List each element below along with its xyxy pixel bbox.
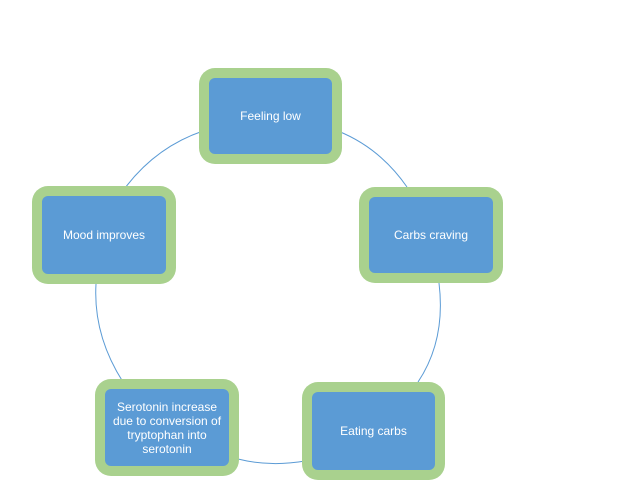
node-carbs-craving-label: Carbs craving (369, 197, 493, 273)
node-feeling-low-label: Feeling low (209, 78, 332, 154)
connector-carbs-craving-to-eating-carbs (417, 282, 441, 383)
node-carbs-craving: Carbs craving (359, 187, 503, 283)
node-eating-carbs: Eating carbs (302, 382, 445, 480)
node-mood-improves-label: Mood improves (42, 196, 166, 274)
connector-eating-carbs-to-serotonin-increase (237, 458, 306, 465)
node-mood-improves: Mood improves (32, 186, 176, 284)
connector-serotonin-increase-to-mood-improves (95, 283, 124, 383)
node-serotonin-increase-label: Serotonin increase due to conversion of … (105, 389, 229, 466)
connector-feeling-low-to-carbs-craving (337, 130, 408, 188)
connector-mood-improves-to-feeling-low (124, 130, 204, 189)
node-serotonin-increase: Serotonin increase due to conversion of … (95, 379, 239, 476)
node-eating-carbs-label: Eating carbs (312, 392, 435, 470)
node-feeling-low: Feeling low (199, 68, 342, 164)
